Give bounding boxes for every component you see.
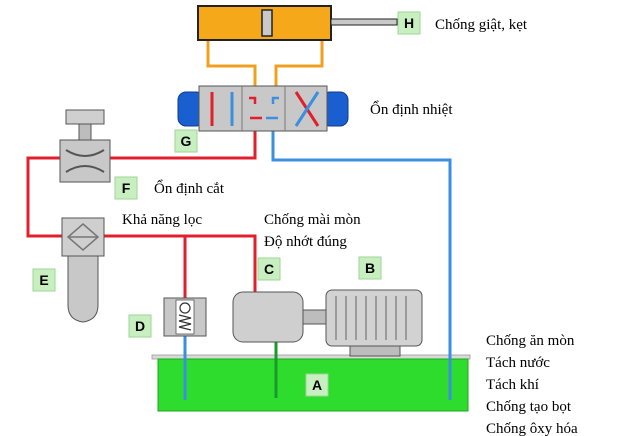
label-e: Khả năng lọc (122, 212, 202, 228)
relief-valve-spring (178, 314, 192, 331)
filter-element-symbol (66, 223, 100, 251)
badge-g: G (174, 129, 198, 153)
relief-valve (163, 297, 207, 337)
flow-control-valve (59, 109, 111, 183)
label-a-item: Chống tạo bọt (486, 399, 572, 415)
svg-text:A: A (312, 377, 322, 393)
badge-f: F (114, 176, 138, 200)
return-lines (183, 118, 452, 400)
hydraulic-cylinder (197, 5, 398, 41)
label-f: Ổn định cắt (154, 179, 225, 197)
badge-b: B (358, 256, 382, 280)
label-g: Ổn định nhiệt (370, 100, 453, 118)
throttle-body (59, 139, 111, 183)
label-a-item: Chống ăn mòn (486, 333, 575, 349)
svg-text:D: D (135, 318, 145, 334)
cylinder-piston (261, 9, 273, 37)
throttle-restriction (65, 149, 105, 173)
cylinder-rod (330, 18, 398, 26)
badge-a: A (305, 373, 329, 397)
pressure-line-filter-out (104, 234, 257, 295)
motor-body (325, 289, 423, 347)
badge-h: H (397, 11, 421, 35)
pump (232, 291, 328, 343)
svg-text:G: G (181, 133, 192, 149)
pressure-lines (26, 118, 257, 300)
label-a-item: Tách khí (486, 377, 539, 393)
svg-text:B: B (365, 260, 375, 276)
label-h: Chống giật, kẹt (435, 17, 528, 33)
svg-text:F: F (122, 180, 131, 196)
svg-text:H: H (404, 15, 414, 31)
tank-rim (151, 354, 471, 360)
pump-shaft (302, 309, 328, 325)
label-a-item: Tách nước (486, 355, 550, 371)
pilot-lines (206, 40, 324, 98)
pump-body (232, 291, 304, 343)
directional-valve (177, 85, 349, 132)
return-line-valve-to-tank (271, 118, 452, 400)
relief-valve-ball (179, 302, 191, 314)
filter (61, 217, 105, 323)
throttle-knob (65, 109, 105, 125)
pressure-line-main (26, 118, 257, 238)
label-c-line2: Độ nhớt đúng (264, 234, 347, 250)
label-a-list: Chống ăn mòn Tách nước Tách khí Chống tạ… (486, 333, 578, 436)
label-c-line1: Chống mài mòn (264, 212, 361, 228)
label-a-item: Chống ôxy hóa (486, 421, 578, 436)
svg-text:E: E (39, 272, 48, 288)
valve-center-red (249, 96, 257, 104)
badge-d: D (128, 314, 152, 338)
svg-text:C: C (264, 261, 274, 277)
filter-bowl (67, 255, 99, 323)
badge-e: E (32, 268, 56, 292)
motor-base (349, 345, 401, 357)
valve-center-blue (271, 96, 279, 104)
pilot-line-left (206, 40, 257, 98)
throttle-stem (78, 123, 92, 141)
pilot-line-right (274, 40, 324, 98)
badge-c: C (257, 257, 281, 281)
valve-flow-cross-blue (294, 91, 320, 127)
electric-motor (325, 289, 423, 357)
